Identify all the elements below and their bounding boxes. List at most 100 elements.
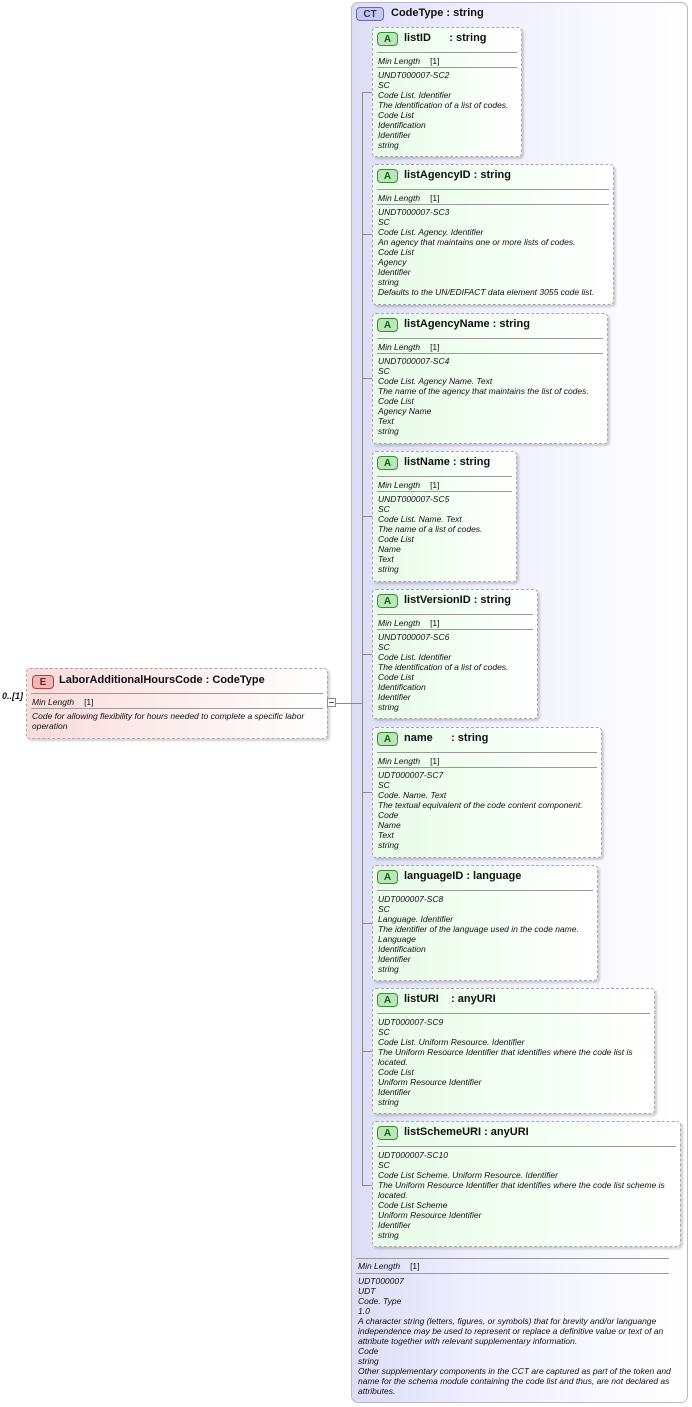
- doc-line: The textual equivalent of the code conte…: [378, 800, 583, 810]
- attribute-name: listURI : anyURI: [404, 993, 496, 1005]
- doc-line: Text: [378, 554, 394, 564]
- attribute-name: listAgencyName : string: [404, 318, 530, 330]
- facet-label: Min Length: [358, 1261, 401, 1271]
- attribute-listagencyname[interactable]: A listAgencyName : string Min Length[1] …: [372, 313, 608, 444]
- divider: [31, 708, 323, 709]
- doc-line: Defaults to the UN/EDIFACT data element …: [378, 287, 595, 297]
- attribute-doc: UDT000007-SC9 SC Code List. Uniform Reso…: [378, 1017, 650, 1107]
- facet-label: Min Length: [378, 56, 421, 66]
- divider: [377, 52, 517, 53]
- attribute-badge: A: [377, 169, 398, 183]
- doc-line: UNDT000007-SC3: [378, 207, 450, 217]
- connector: [362, 792, 372, 793]
- attribute-listagencyid[interactable]: A listAgencyID : string Min Length[1] UN…: [372, 164, 614, 305]
- attribute-name: listName : string: [404, 456, 491, 468]
- doc-line: string: [378, 277, 399, 287]
- doc-line: UDT000007: [358, 1276, 404, 1286]
- doc-line: Code: [358, 1346, 379, 1356]
- connector: [362, 654, 372, 655]
- attribute-badge: A: [377, 870, 398, 884]
- attribute-listschemeuri[interactable]: A listSchemeURI : anyURI UDT000007-SC10 …: [372, 1121, 681, 1247]
- doc-line: Name: [378, 544, 401, 554]
- facet-label: Min Length: [378, 618, 421, 628]
- complex-type-doc: UDT000007 UDT Code. Type 1.0 A character…: [358, 1276, 678, 1396]
- doc-line: Identifier: [378, 130, 411, 140]
- doc-line: string: [378, 140, 399, 150]
- connector: [362, 234, 372, 235]
- doc-line: UNDT000007-SC4: [378, 356, 450, 366]
- divider: [377, 67, 517, 68]
- doc-line: The name of the agency that maintains th…: [378, 386, 589, 396]
- attribute-doc: UNDT000007-SC6 SC Code List. Identifier …: [378, 632, 533, 712]
- facet-row: Min Length [1]: [378, 56, 440, 66]
- attribute-doc: UDT000007-SC7 SC Code. Name. Text The te…: [378, 770, 597, 850]
- attribute-badge: A: [377, 1126, 398, 1140]
- divider: [377, 752, 597, 753]
- doc-line: Identifier: [378, 954, 411, 964]
- doc-line: SC: [378, 1160, 390, 1170]
- doc-line: Code List. Agency Name. Text: [378, 376, 493, 386]
- doc-line: The Uniform Resource Identifier that ide…: [378, 1180, 665, 1200]
- minus-icon: [329, 702, 334, 703]
- attribute-doc: UNDT000007-SC2 SC Code List. Identifier …: [378, 70, 517, 150]
- doc-line: Code List. Identifier: [378, 652, 452, 662]
- element-name: LaborAdditionalHoursCode : CodeType: [59, 674, 265, 686]
- doc-line: A character string (letters, figures, or…: [358, 1316, 664, 1346]
- doc-line: Code List: [378, 672, 414, 682]
- collapse-toggle[interactable]: [327, 698, 336, 707]
- attribute-name: name : string: [404, 732, 489, 744]
- doc-line: Text: [378, 830, 394, 840]
- doc-line: Code List. Identifier: [378, 90, 452, 100]
- attribute-badge: A: [377, 993, 398, 1007]
- attribute-listuri[interactable]: A listURI : anyURI UDT000007-SC9 SC Code…: [372, 988, 655, 1114]
- divider: [356, 1273, 669, 1274]
- doc-line: UDT000007-SC9: [378, 1017, 444, 1027]
- doc-line: Uniform Resource Identifier: [378, 1210, 482, 1220]
- attribute-listversionid[interactable]: A listVersionID : string Min Length[1] U…: [372, 589, 538, 719]
- facet-row: Min Length[1]: [378, 480, 440, 490]
- doc-line: SC: [378, 780, 390, 790]
- doc-line: string: [378, 426, 399, 436]
- doc-line: Agency Name: [378, 406, 432, 416]
- attribute-listid[interactable]: A listID : string Min Length[1] UNDT0000…: [372, 27, 522, 157]
- facet-value: [1]: [430, 56, 440, 66]
- doc-line: The identifier of the language used in t…: [378, 924, 579, 934]
- doc-line: UNDT000007-SC2: [378, 70, 450, 80]
- doc-line: Identification: [378, 944, 426, 954]
- doc-line: Code List: [378, 247, 414, 257]
- attribute-doc: UDT000007-SC8 SC Language. Identifier Th…: [378, 894, 593, 974]
- doc-line: Code List: [378, 1067, 414, 1077]
- complex-type-title: CodeType : string: [391, 7, 484, 19]
- doc-line: Code. Type: [358, 1296, 402, 1306]
- doc-line: SC: [378, 504, 390, 514]
- attribute-name-field[interactable]: A name : string Min Length[1] UDT000007-…: [372, 727, 602, 858]
- doc-line: Code. Name. Text: [378, 790, 447, 800]
- divider: [377, 767, 597, 768]
- doc-line: Identification: [378, 682, 426, 692]
- attribute-doc: UNDT000007-SC4 SC Code List. Agency Name…: [378, 356, 603, 436]
- doc-line: Identification: [378, 120, 426, 130]
- doc-line: Language. Identifier: [378, 914, 454, 924]
- doc-line: Code List: [378, 534, 414, 544]
- divider: [377, 629, 533, 630]
- attribute-badge: A: [377, 732, 398, 746]
- attribute-connector-line: [362, 92, 363, 1185]
- divider: [356, 1258, 669, 1259]
- doc-line: SC: [378, 80, 390, 90]
- doc-line: Code List. Agency. Identifier: [378, 227, 484, 237]
- attribute-listname[interactable]: A listName : string Min Length[1] UNDT00…: [372, 451, 517, 582]
- doc-line: UDT000007-SC10: [378, 1150, 448, 1160]
- doc-line: string: [378, 1230, 399, 1240]
- doc-line: UNDT000007-SC6: [378, 632, 450, 642]
- element-box[interactable]: E LaborAdditionalHoursCode : CodeType Mi…: [26, 668, 328, 739]
- doc-line: Identifier: [378, 267, 411, 277]
- attribute-doc: UNDT000007-SC3 SC Code List. Agency. Ide…: [378, 207, 609, 297]
- divider: [377, 1146, 676, 1147]
- facet-value: [1]: [84, 697, 94, 707]
- connector: [362, 1051, 372, 1052]
- facet-label: Min Length: [378, 756, 421, 766]
- divider: [31, 693, 323, 694]
- doc-line: string: [378, 702, 399, 712]
- attribute-languageid[interactable]: A languageID : language UDT000007-SC8 SC…: [372, 865, 598, 981]
- facet-row: Min Length[1]: [378, 193, 440, 203]
